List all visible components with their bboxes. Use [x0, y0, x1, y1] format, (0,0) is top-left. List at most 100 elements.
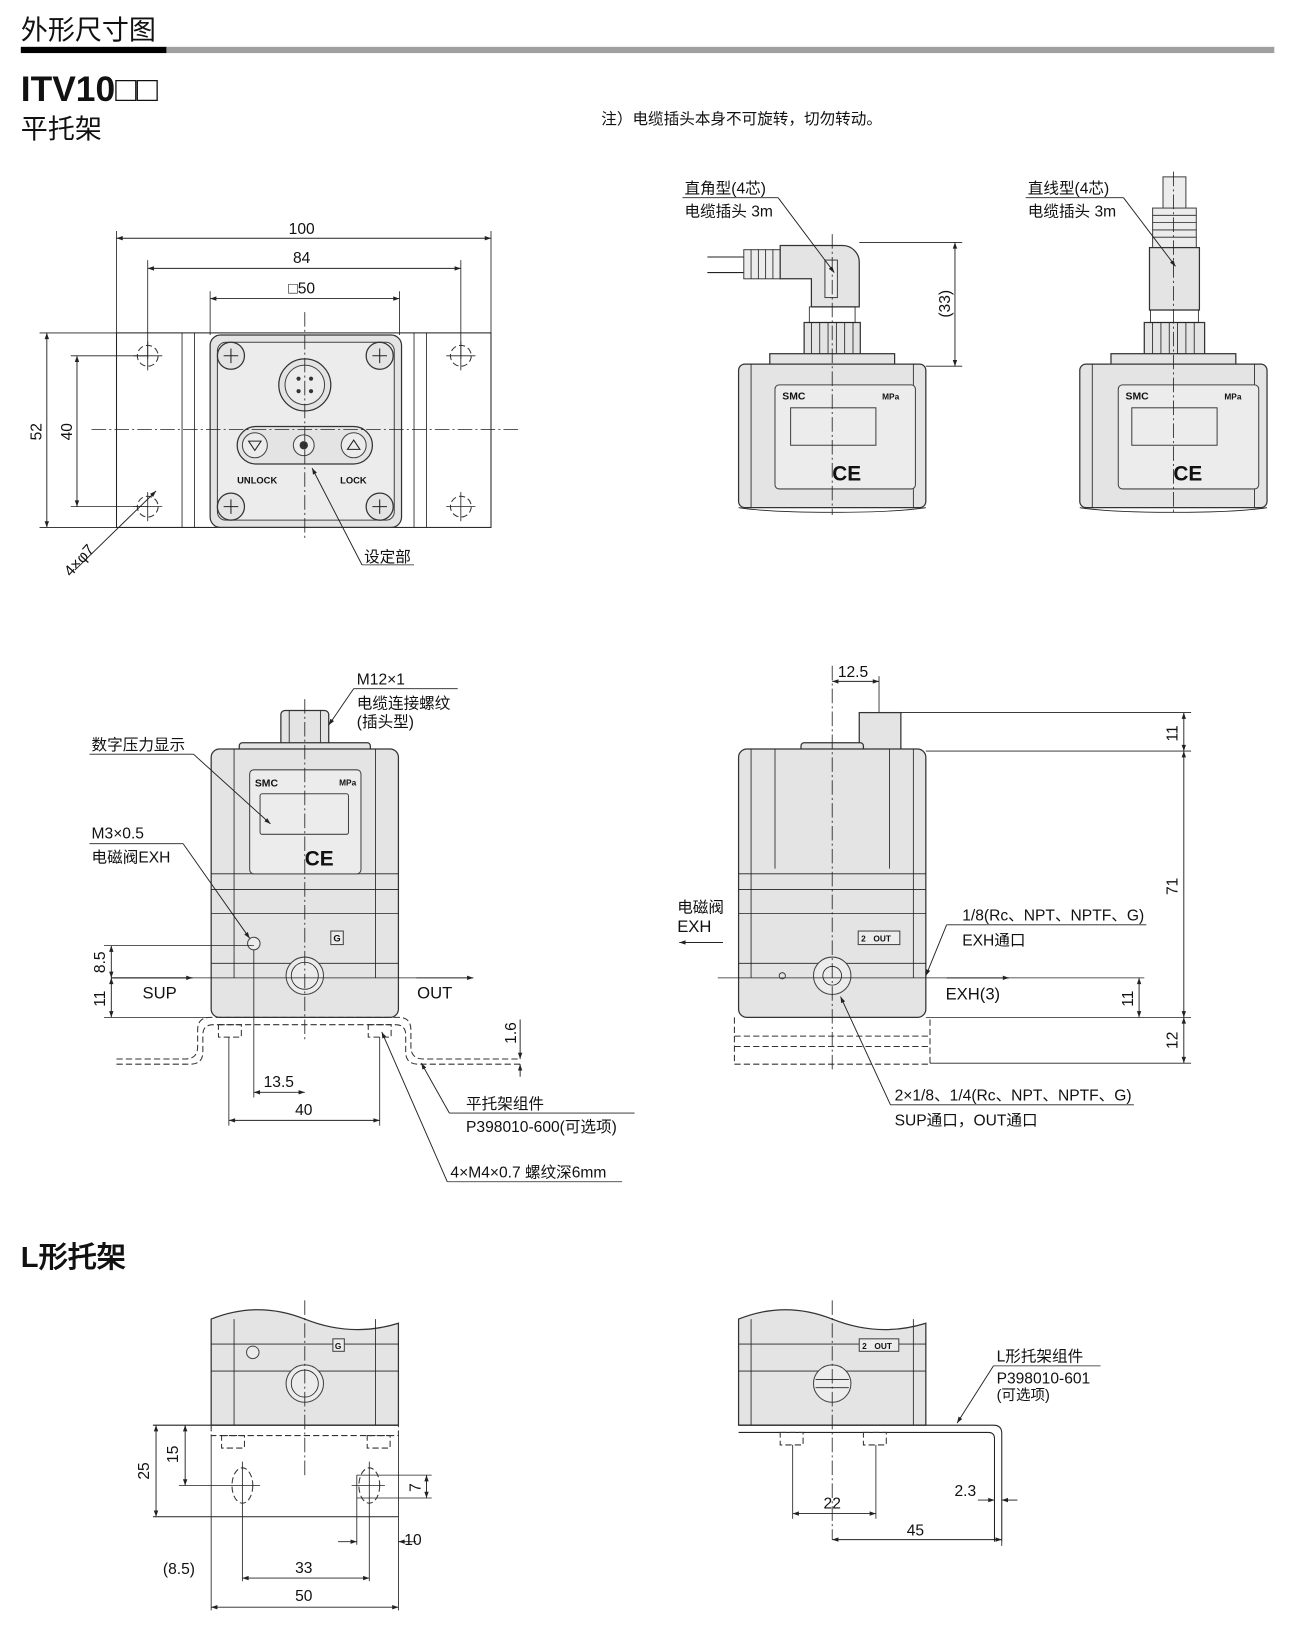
straight-connector-view: SMC MPa CE 直线型(4芯) 电缆插头 3m — [1025, 171, 1268, 515]
set-button[interactable] — [292, 434, 315, 457]
drawing-stroke — [296, 376, 301, 381]
drawing-stroke — [743, 249, 781, 280]
m3-label: M3×0.5 — [92, 825, 145, 842]
right-angle-connector-view: SMC MPa CE (33) 直角型(4芯) 电缆插头 3m — [682, 180, 963, 515]
dim-1-6: 1.6 — [503, 1022, 520, 1044]
drawing-stroke — [779, 1431, 804, 1446]
straight-cable: 电缆插头 3m — [1028, 202, 1116, 220]
l-bracket-front-view: G 25 15 7 10 (8.5) 33 50 — [136, 1300, 432, 1611]
dim-25: 25 — [136, 1462, 153, 1480]
drawing-stroke — [210, 1425, 399, 1437]
drawing-stroke — [1152, 214, 1197, 238]
port-label-2-out: OUT — [873, 933, 891, 943]
right-angle-type: 直角型(4芯) — [684, 180, 765, 198]
drawing-stroke — [792, 1444, 1003, 1546]
exh3-label: EXH(3) — [946, 985, 1001, 1004]
dim-10: 10 — [404, 1532, 422, 1549]
down-button[interactable] — [241, 432, 268, 459]
dim-11-top: 11 — [1165, 725, 1182, 741]
leader-line — [74, 490, 157, 571]
port-label-box — [858, 1338, 900, 1352]
drawing-stroke — [340, 432, 367, 459]
dim-15: 15 — [165, 1445, 182, 1463]
dim-45: 45 — [907, 1522, 925, 1539]
leader-line — [420, 1062, 450, 1114]
dim-11-low: 11 — [1120, 991, 1137, 1007]
g-mark — [330, 930, 344, 946]
ce-mark: CE — [305, 848, 334, 871]
bracket-screw — [217, 1024, 242, 1038]
leader-line — [328, 688, 355, 726]
exh-label: EXH — [677, 917, 711, 936]
drawing-stroke — [308, 376, 314, 381]
straight-type: 直线型(4芯) — [1028, 180, 1109, 198]
side-view: OUT 2 12.5 11 71 11 12 EXH(3) 电磁阀 EXH 1/… — [677, 664, 1192, 1130]
cable-vertical — [1162, 176, 1187, 211]
valve-label: 电磁阀 — [677, 898, 724, 916]
dim-40: 40 — [59, 423, 76, 441]
port-number: 2 — [861, 933, 866, 943]
smc-logo: SMC — [782, 391, 806, 402]
exh-port-spec: 1/8(Rc、NPT、NPTF、G) — [962, 908, 1144, 925]
section-l-heading: L形托架 — [21, 1241, 126, 1274]
elbow-plug — [779, 244, 860, 308]
dim-50-square: □50 — [288, 280, 315, 297]
mpa-label: MPa — [882, 391, 899, 401]
thread-label: M12×1 — [357, 672, 405, 689]
leader-line — [311, 467, 363, 566]
port-number: 2 — [862, 1341, 867, 1351]
drawing-stroke — [104, 945, 254, 1018]
note-text: 注）电缆插头本身不可旋转，切勿转动。 — [601, 110, 882, 128]
out-label: OUT — [417, 984, 452, 1003]
drawing-stroke — [299, 441, 308, 450]
drawing-stroke — [228, 949, 381, 1126]
bracket-screw — [367, 1024, 392, 1038]
l-bracket-part-number: P398010-601 — [997, 1371, 1091, 1388]
drawing-stroke — [774, 749, 890, 869]
up-button[interactable] — [340, 432, 367, 459]
drawing-stroke — [241, 432, 268, 459]
drawing-stroke — [221, 1435, 245, 1449]
port-label-2-out: OUT — [874, 1341, 892, 1351]
g-mark-text: G — [333, 933, 340, 943]
section-flat-heading: 平托架 — [21, 114, 102, 144]
lock-label: LOCK — [340, 476, 367, 486]
right-angle-cable: 电缆插头 3m — [684, 202, 772, 220]
model-heading: ITV10□□ — [21, 70, 159, 109]
port-label-box — [857, 930, 901, 946]
drawing-stroke — [1152, 207, 1197, 249]
smc-logo: SMC — [1126, 391, 1150, 402]
drawing-stroke — [181, 332, 427, 528]
drawing-stroke — [717, 676, 1192, 1064]
screw-label: 4×M4×0.7 螺纹深6mm — [450, 1164, 606, 1182]
drawing-stroke — [750, 249, 774, 279]
drawing-stroke — [808, 306, 856, 359]
solenoid-exh-port — [247, 936, 261, 951]
title-rule-gray — [166, 46, 1275, 54]
drawing-stroke — [346, 439, 361, 450]
leader-line — [840, 996, 891, 1105]
g-mark-text: G — [335, 1341, 341, 1351]
dim-33: (33) — [937, 290, 954, 318]
dim-71: 71 — [1165, 878, 1182, 895]
leader-line — [1123, 197, 1176, 267]
display-screen — [259, 793, 350, 835]
drawing-stroke — [308, 389, 314, 394]
exh-port-label: EXH通口 — [962, 932, 1025, 950]
leader-line — [777, 197, 835, 273]
corner-screws — [216, 341, 394, 521]
flat-bracket — [116, 1016, 521, 1065]
thread-type: (插头型) — [357, 713, 414, 731]
drawing-stroke — [39, 230, 492, 528]
holes-label: 4×φ7 — [61, 541, 98, 580]
drawing-stroke — [366, 1435, 391, 1449]
dim-11: 11 — [92, 991, 109, 1007]
smc-logo: SMC — [255, 778, 279, 789]
drawing-stroke — [862, 1431, 887, 1446]
connector-side — [858, 711, 902, 752]
dim-2-3: 2.3 — [955, 1483, 977, 1500]
dim-22: 22 — [824, 1495, 841, 1512]
leader-line — [956, 1365, 994, 1424]
straight-plug — [1148, 246, 1201, 311]
